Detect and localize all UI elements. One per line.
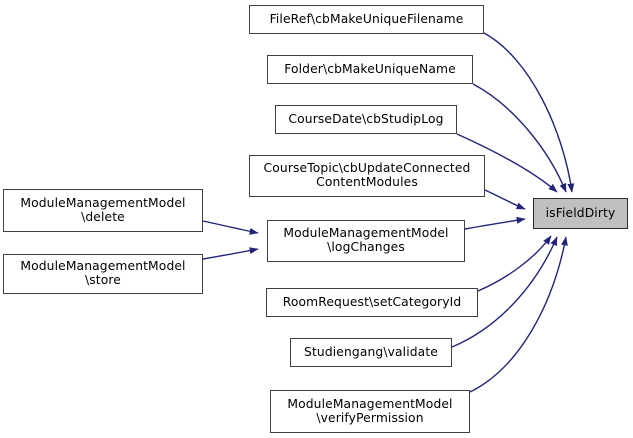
- edge-folder-to-isfielddirty: [472, 83, 567, 193]
- edge-logchanges-to-isfielddirty: [464, 216, 526, 230]
- node-modulemanagementmodel-verifypermission[interactable]: ModuleManagementModel \verifyPermission: [270, 390, 470, 433]
- edge-delete-to-logchanges: [202, 220, 259, 235]
- node-coursetopic-cbupdateconnectedcontentmodules[interactable]: CourseTopic\cbUpdateConnected ContentMod…: [249, 155, 485, 197]
- node-label: ModuleManagementModel \delete: [20, 195, 186, 224]
- node-fileref-cbmakeuniquefilename[interactable]: FileRef\cbMakeUniqueFilename: [249, 5, 484, 34]
- node-coursedate-cbstudiplog[interactable]: CourseDate\cbStudipLog: [275, 105, 457, 134]
- node-modulemanagementmodel-logchanges[interactable]: ModuleManagementModel \logChanges: [267, 220, 465, 262]
- node-label: RoomRequest\setCategoryId: [282, 294, 462, 309]
- node-roomrequest-setcategoryid[interactable]: RoomRequest\setCategoryId: [266, 288, 478, 317]
- node-folder-cbmakeuniquename[interactable]: Folder\cbMakeUniqueName: [267, 55, 473, 84]
- edge-coursetopic-to-isfielddirty: [484, 189, 526, 210]
- edge-store-to-logchanges: [202, 247, 259, 260]
- node-label: ModuleManagementModel \verifyPermission: [287, 396, 453, 425]
- node-label: ModuleManagementModel \logChanges: [283, 226, 449, 254]
- node-modulemanagementmodel-store[interactable]: ModuleManagementModel \store: [3, 254, 203, 294]
- edge-roomrequest-to-isfielddirty: [477, 235, 552, 292]
- edge-verifypermission-to-isfielddirty: [469, 236, 568, 393]
- node-label: CourseTopic\cbUpdateConnected ContentMod…: [263, 161, 471, 189]
- node-isfielddirty-current[interactable]: isFieldDirty: [533, 198, 628, 229]
- node-label: FileRef\cbMakeUniqueFilename: [269, 11, 464, 26]
- node-label: Studiengang\validate: [304, 344, 438, 359]
- edge-fileref-to-isfielddirty: [483, 32, 575, 193]
- node-label: isFieldDirty: [545, 205, 616, 220]
- node-label: ModuleManagementModel \store: [20, 259, 186, 287]
- node-label: Folder\cbMakeUniqueName: [284, 61, 456, 76]
- node-label: CourseDate\cbStudipLog: [288, 111, 444, 126]
- node-modulemanagementmodel-delete[interactable]: ModuleManagementModel \delete: [3, 189, 203, 232]
- node-studiengang-validate[interactable]: Studiengang\validate: [290, 338, 452, 367]
